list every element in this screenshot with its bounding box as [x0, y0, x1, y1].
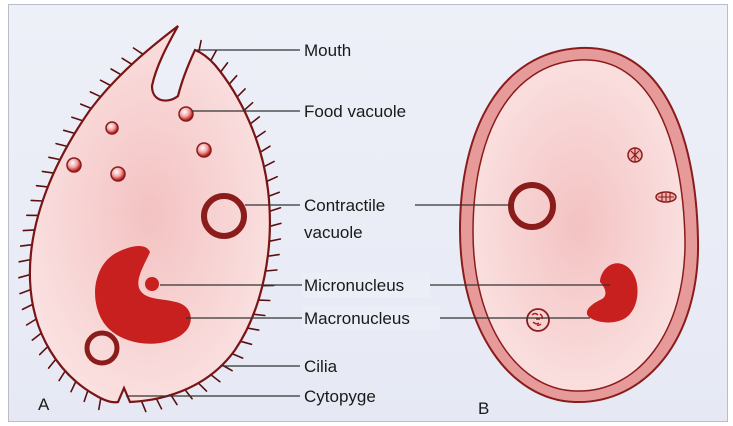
cilium: [31, 200, 42, 201]
cilium: [185, 390, 192, 399]
panel-a-cell: [19, 26, 281, 412]
cilium: [270, 208, 281, 212]
cilium: [211, 51, 216, 61]
cilium: [72, 117, 83, 121]
cilium: [49, 359, 56, 368]
cilium: [268, 255, 279, 257]
panel-b-cyst: [460, 48, 698, 402]
micronucleus-a: [144, 276, 160, 292]
cilium: [21, 245, 32, 246]
cyst-vacuole: [656, 192, 676, 202]
cilium: [244, 103, 253, 111]
label-micronucleus: Micronucleus: [304, 276, 404, 295]
cilium: [232, 354, 243, 358]
cilium: [250, 117, 259, 124]
label-mouth: Mouth: [304, 41, 351, 60]
panel-tag-b: B: [478, 399, 489, 418]
cilium: [134, 48, 144, 54]
cilium: [90, 92, 100, 97]
cilium: [211, 375, 220, 382]
cilium: [20, 290, 31, 294]
food-vacuole: [197, 143, 211, 157]
cyst-inner: [473, 60, 685, 391]
cilium: [32, 333, 41, 340]
cyst-vacuole: [628, 148, 642, 162]
label-cytopyge: Cytopyge: [304, 387, 376, 406]
cilium: [269, 192, 280, 196]
cilium: [23, 304, 33, 309]
micronucleus-b: [527, 309, 549, 331]
cilium: [81, 104, 92, 108]
cilium: [221, 63, 228, 72]
label-food-vacuole: Food vacuole: [304, 102, 406, 121]
cilium: [64, 130, 75, 133]
cilium: [19, 260, 30, 262]
cilium: [40, 347, 48, 355]
cilium: [253, 314, 264, 315]
cilium: [71, 381, 76, 391]
food-vacuole: [111, 167, 125, 181]
cilium: [156, 399, 161, 409]
cilium: [270, 223, 281, 226]
cilium: [142, 401, 146, 412]
cilium: [122, 58, 132, 64]
cilium: [19, 275, 30, 278]
label-vacuole: vacuole: [304, 223, 363, 242]
cilium: [260, 146, 270, 152]
cilium: [264, 161, 274, 166]
food-vacuole: [67, 158, 81, 172]
cilium: [42, 171, 53, 173]
cilium: [237, 89, 245, 97]
cilium: [56, 144, 67, 147]
cilium: [59, 371, 65, 381]
cilium: [27, 319, 37, 325]
cell-body-a: [30, 26, 270, 402]
cilium: [49, 157, 60, 159]
cilium: [248, 328, 259, 330]
cilium: [266, 270, 277, 271]
cilium: [198, 383, 206, 391]
cilium: [101, 80, 111, 85]
cilium: [269, 239, 280, 241]
cilium: [84, 391, 88, 402]
cilium: [267, 177, 277, 182]
label-cilia: Cilia: [304, 357, 338, 376]
food-vacuole: [106, 122, 118, 134]
cilium: [99, 398, 101, 409]
cilium: [111, 69, 121, 75]
cilium: [256, 131, 265, 138]
label-macronucleus: Macronucleus: [304, 309, 410, 328]
cilium: [241, 341, 252, 344]
cilium: [229, 76, 237, 85]
cilium: [23, 230, 34, 231]
food-vacuole: [179, 107, 193, 121]
label-contractile: Contractile: [304, 196, 385, 215]
panel-tag-a: A: [38, 395, 50, 414]
cilium: [37, 186, 48, 187]
